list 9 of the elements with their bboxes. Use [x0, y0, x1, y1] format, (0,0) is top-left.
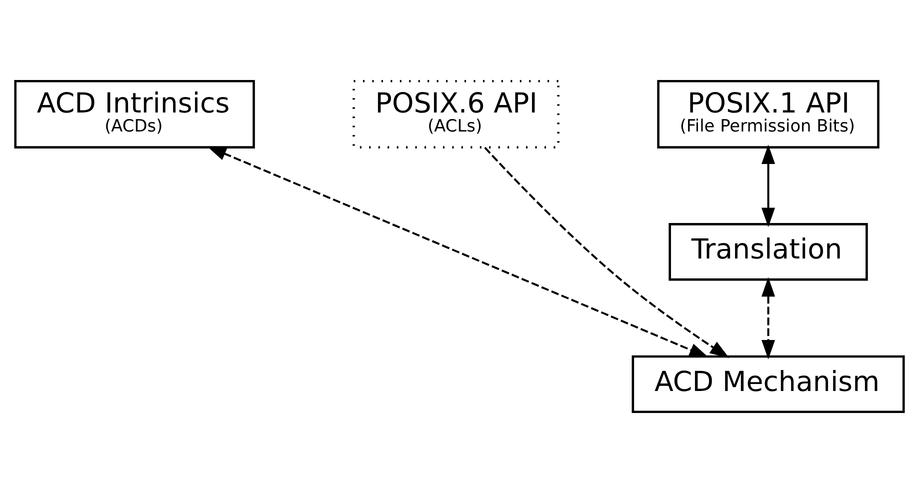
node-box: POSIX.1 API (File Permission Bits)	[657, 80, 880, 148]
node-box: Translation	[668, 223, 868, 281]
node-box: POSIX.6 API (ACLs)	[352, 80, 560, 148]
node-box: ACD Mechanism	[632, 355, 905, 413]
arrow	[761, 277, 776, 360]
arrow	[206, 146, 709, 358]
arrow	[761, 144, 776, 228]
node-box: ACD Intrinsics (ACDs)	[14, 80, 255, 148]
arrow	[484, 146, 730, 358]
